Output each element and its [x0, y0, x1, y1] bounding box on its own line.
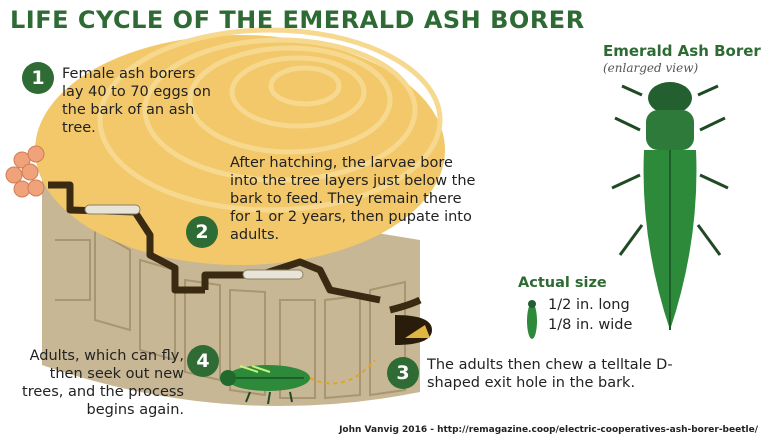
step-1-text: Female ash borers lay 40 to 70 eggs on t… — [62, 66, 211, 136]
step-2-text: After hatching, the larvae bore into the… — [230, 155, 476, 243]
actual-size-width: 1/8 in. wide — [548, 317, 633, 333]
beetle-actual-size-icon — [527, 300, 537, 339]
step-4-badge: 4 — [187, 345, 219, 377]
larva-icon — [84, 204, 304, 280]
page-title: LIFE CYCLE OF THE EMERALD ASH BORER — [10, 6, 585, 34]
step-1-badge: 1 — [22, 62, 54, 94]
larval-galleries — [48, 181, 422, 314]
flying-beetle-icon — [220, 365, 310, 405]
egg-cluster-icon — [5, 145, 45, 198]
tree-rings — [97, 27, 443, 213]
step-4-text: Adults, which can fly, then seek out new… — [22, 348, 184, 418]
step-2-badge: 2 — [186, 216, 218, 248]
exit-hole-icon — [395, 315, 432, 345]
step-3-text: The adults then chew a telltale D-shaped… — [427, 357, 673, 391]
credit-line: John Vanvig 2016 - http://remagazine.coo… — [339, 425, 758, 435]
bark-texture — [55, 228, 406, 400]
actual-size-title: Actual size — [518, 275, 607, 291]
step-3-badge: 3 — [387, 357, 419, 389]
beetle-panel-title: Emerald Ash Borer — [603, 42, 761, 60]
beetle-panel-subtitle: (enlarged view) — [603, 61, 699, 75]
beetle-enlarged-icon — [611, 82, 729, 330]
actual-size-length: 1/2 in. long — [548, 297, 630, 313]
flight-path — [309, 359, 376, 385]
